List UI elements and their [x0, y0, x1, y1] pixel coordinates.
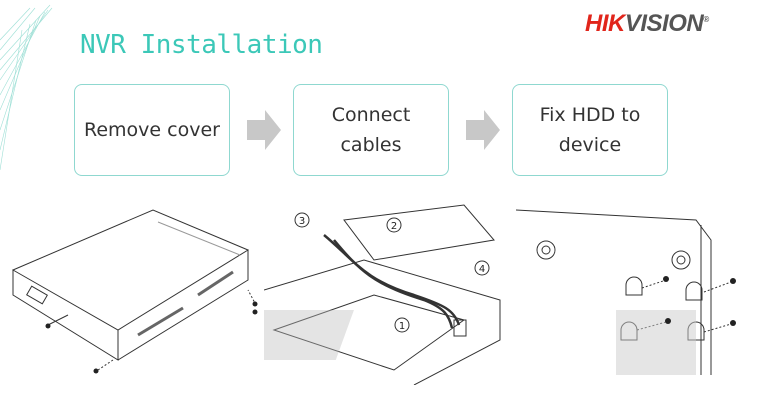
hdd-fix-illustration — [516, 209, 736, 375]
callout-2: 2 — [391, 221, 397, 232]
nvr-cover-illustration — [11, 209, 258, 374]
logo-part1: HIK — [585, 10, 625, 37]
callout-4: 4 — [479, 264, 485, 275]
cable-connection-illustration: 1 2 3 4 — [264, 204, 501, 385]
step-remove-cover: Remove cover — [74, 84, 230, 176]
decorative-corner-pattern — [0, 4, 53, 171]
slide-title: NVR Installation — [80, 30, 323, 60]
arrow-right-icon — [466, 110, 500, 150]
step-connect-cables: Connect cables — [293, 84, 449, 176]
callout-3: 3 — [299, 216, 305, 227]
step-fix-hdd: Fix HDD to device — [512, 84, 668, 176]
logo-mark: ® — [703, 15, 709, 24]
hikvision-logo: HIKVISION® — [585, 10, 709, 38]
arrow-right-icon — [247, 110, 281, 150]
logo-part2: VISION — [624, 10, 704, 37]
callout-1: 1 — [399, 321, 405, 332]
